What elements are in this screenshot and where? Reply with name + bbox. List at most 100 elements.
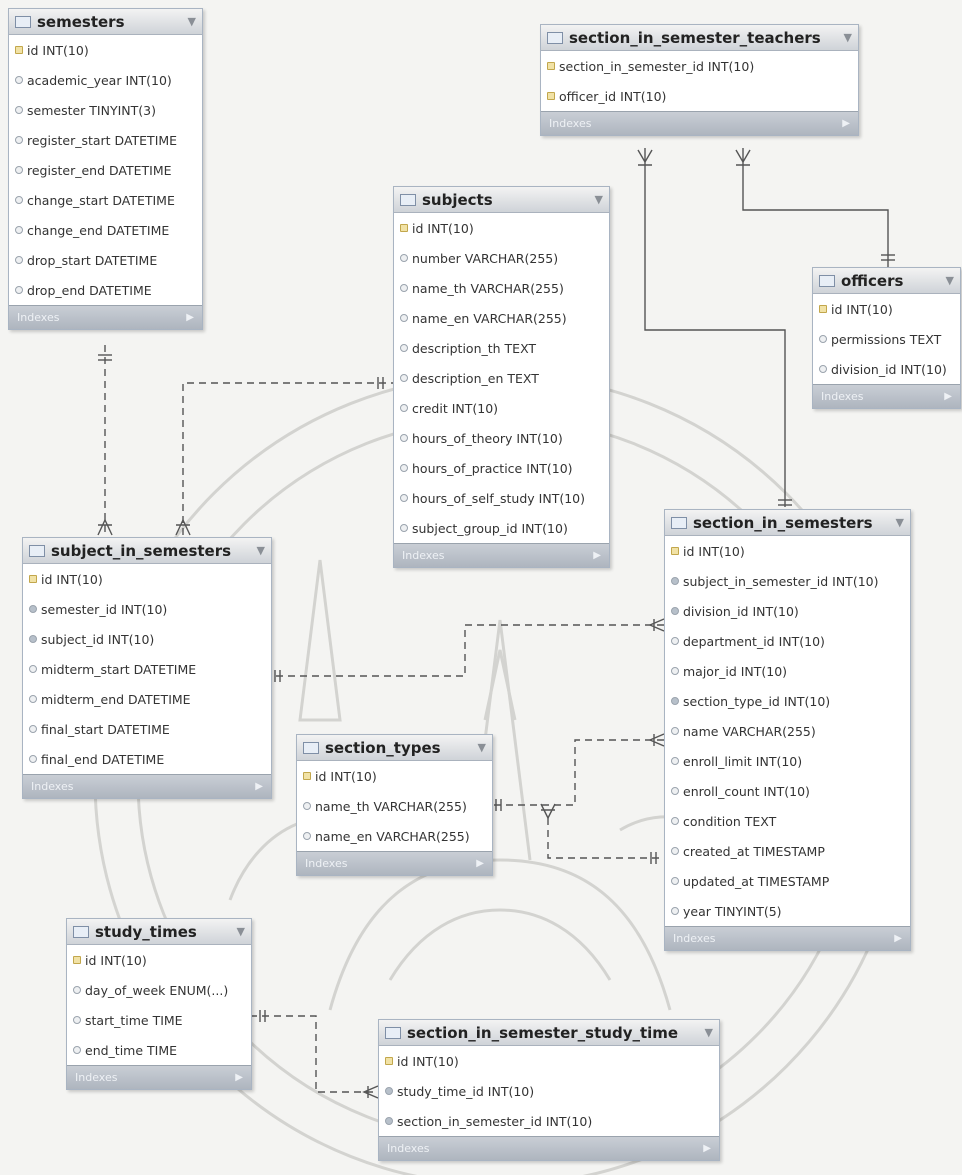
column-row[interactable]: department_id INT(10)	[665, 626, 910, 656]
column-row[interactable]: id INT(10)	[23, 564, 271, 594]
column-row[interactable]: major_id INT(10)	[665, 656, 910, 686]
indexes-footer[interactable]: Indexes▶	[379, 1136, 719, 1160]
column-row[interactable]: drop_end DATETIME	[9, 275, 202, 305]
column-row[interactable]: study_time_id INT(10)	[379, 1076, 719, 1106]
column-row[interactable]: section_in_semester_id INT(10)	[541, 51, 858, 81]
table-header[interactable]: section_types▼	[297, 735, 492, 761]
table-section-types[interactable]: section_types▼id INT(10)name_th VARCHAR(…	[296, 734, 493, 876]
indexes-footer[interactable]: Indexes▶	[394, 543, 609, 567]
table-semesters[interactable]: semesters▼id INT(10)academic_year INT(10…	[8, 8, 203, 330]
column-row[interactable]: division_id INT(10)	[813, 354, 960, 384]
column-row[interactable]: credit INT(10)	[394, 393, 609, 423]
table-header[interactable]: officers▼	[813, 268, 960, 294]
collapse-toggle-icon[interactable]: ▼	[187, 15, 196, 28]
column-row[interactable]: end_time TIME	[67, 1035, 251, 1065]
column-row[interactable]: number VARCHAR(255)	[394, 243, 609, 273]
column-row[interactable]: name_th VARCHAR(255)	[394, 273, 609, 303]
column-row[interactable]: permissions TEXT	[813, 324, 960, 354]
table-header[interactable]: section_in_semesters▼	[665, 510, 910, 536]
expand-arrow-icon[interactable]: ▶	[593, 550, 601, 561]
collapse-toggle-icon[interactable]: ▼	[594, 193, 603, 206]
expand-arrow-icon[interactable]: ▶	[894, 933, 902, 944]
table-header[interactable]: study_times▼	[67, 919, 251, 945]
table-section-in-semester-teachers[interactable]: section_in_semester_teachers▼section_in_…	[540, 24, 859, 136]
indexes-footer[interactable]: Indexes▶	[541, 111, 858, 135]
table-header[interactable]: section_in_semester_teachers▼	[541, 25, 858, 51]
indexes-footer[interactable]: Indexes▶	[813, 384, 960, 408]
column-row[interactable]: id INT(10)	[665, 536, 910, 566]
collapse-toggle-icon[interactable]: ▼	[236, 925, 245, 938]
expand-arrow-icon[interactable]: ▶	[235, 1072, 243, 1083]
column-row[interactable]: condition TEXT	[665, 806, 910, 836]
collapse-toggle-icon[interactable]: ▼	[256, 544, 265, 557]
column-row[interactable]: officer_id INT(10)	[541, 81, 858, 111]
column-row[interactable]: hours_of_self_study INT(10)	[394, 483, 609, 513]
table-header[interactable]: subject_in_semesters▼	[23, 538, 271, 564]
table-header[interactable]: subjects▼	[394, 187, 609, 213]
column-row[interactable]: academic_year INT(10)	[9, 65, 202, 95]
column-row[interactable]: enroll_count INT(10)	[665, 776, 910, 806]
column-row[interactable]: change_end DATETIME	[9, 215, 202, 245]
column-row[interactable]: register_end DATETIME	[9, 155, 202, 185]
table-subjects[interactable]: subjects▼id INT(10)number VARCHAR(255)na…	[393, 186, 610, 568]
column-row[interactable]: id INT(10)	[394, 213, 609, 243]
table-section-in-semester-study-time[interactable]: section_in_semester_study_time▼id INT(10…	[378, 1019, 720, 1161]
indexes-footer[interactable]: Indexes▶	[297, 851, 492, 875]
column-row[interactable]: id INT(10)	[9, 35, 202, 65]
collapse-toggle-icon[interactable]: ▼	[945, 274, 954, 287]
column-row[interactable]: hours_of_practice INT(10)	[394, 453, 609, 483]
indexes-footer[interactable]: Indexes▶	[67, 1065, 251, 1089]
column-row[interactable]: created_at TIMESTAMP	[665, 836, 910, 866]
table-section-in-semesters[interactable]: section_in_semesters▼id INT(10)subject_i…	[664, 509, 911, 951]
column-row[interactable]: id INT(10)	[813, 294, 960, 324]
column-row[interactable]: drop_start DATETIME	[9, 245, 202, 275]
column-row[interactable]: year TINYINT(5)	[665, 896, 910, 926]
collapse-toggle-icon[interactable]: ▼	[704, 1026, 713, 1039]
expand-arrow-icon[interactable]: ▶	[255, 781, 263, 792]
column-row[interactable]: division_id INT(10)	[665, 596, 910, 626]
column-row[interactable]: name_th VARCHAR(255)	[297, 791, 492, 821]
table-subject-in-semesters[interactable]: subject_in_semesters▼id INT(10)semester_…	[22, 537, 272, 799]
column-row[interactable]: name_en VARCHAR(255)	[394, 303, 609, 333]
column-row[interactable]: name VARCHAR(255)	[665, 716, 910, 746]
column-row[interactable]: midterm_end DATETIME	[23, 684, 271, 714]
column-row[interactable]: midterm_start DATETIME	[23, 654, 271, 684]
indexes-footer[interactable]: Indexes▶	[9, 305, 202, 329]
indexes-footer[interactable]: Indexes▶	[23, 774, 271, 798]
column-row[interactable]: final_end DATETIME	[23, 744, 271, 774]
column-row[interactable]: register_start DATETIME	[9, 125, 202, 155]
table-header[interactable]: semesters▼	[9, 9, 202, 35]
column-row[interactable]: section_in_semester_id INT(10)	[379, 1106, 719, 1136]
column-row[interactable]: id INT(10)	[67, 945, 251, 975]
collapse-toggle-icon[interactable]: ▼	[895, 516, 904, 529]
indexes-footer[interactable]: Indexes▶	[665, 926, 910, 950]
collapse-toggle-icon[interactable]: ▼	[477, 741, 486, 754]
collapse-toggle-icon[interactable]: ▼	[843, 31, 852, 44]
table-header[interactable]: section_in_semester_study_time▼	[379, 1020, 719, 1046]
column-row[interactable]: section_type_id INT(10)	[665, 686, 910, 716]
column-row[interactable]: day_of_week ENUM(...)	[67, 975, 251, 1005]
column-row[interactable]: semester TINYINT(3)	[9, 95, 202, 125]
expand-arrow-icon[interactable]: ▶	[703, 1143, 711, 1154]
column-row[interactable]: name_en VARCHAR(255)	[297, 821, 492, 851]
column-row[interactable]: final_start DATETIME	[23, 714, 271, 744]
column-row[interactable]: id INT(10)	[379, 1046, 719, 1076]
column-row[interactable]: id INT(10)	[297, 761, 492, 791]
table-study-times[interactable]: study_times▼id INT(10)day_of_week ENUM(.…	[66, 918, 252, 1090]
column-row[interactable]: semester_id INT(10)	[23, 594, 271, 624]
expand-arrow-icon[interactable]: ▶	[186, 312, 194, 323]
column-row[interactable]: description_en TEXT	[394, 363, 609, 393]
column-row[interactable]: subject_group_id INT(10)	[394, 513, 609, 543]
column-row[interactable]: change_start DATETIME	[9, 185, 202, 215]
column-row[interactable]: description_th TEXT	[394, 333, 609, 363]
expand-arrow-icon[interactable]: ▶	[944, 391, 952, 402]
column-row[interactable]: start_time TIME	[67, 1005, 251, 1035]
expand-arrow-icon[interactable]: ▶	[476, 858, 484, 869]
column-row[interactable]: subject_id INT(10)	[23, 624, 271, 654]
expand-arrow-icon[interactable]: ▶	[842, 118, 850, 129]
column-row[interactable]: enroll_limit INT(10)	[665, 746, 910, 776]
column-row[interactable]: subject_in_semester_id INT(10)	[665, 566, 910, 596]
column-row[interactable]: hours_of_theory INT(10)	[394, 423, 609, 453]
column-row[interactable]: updated_at TIMESTAMP	[665, 866, 910, 896]
